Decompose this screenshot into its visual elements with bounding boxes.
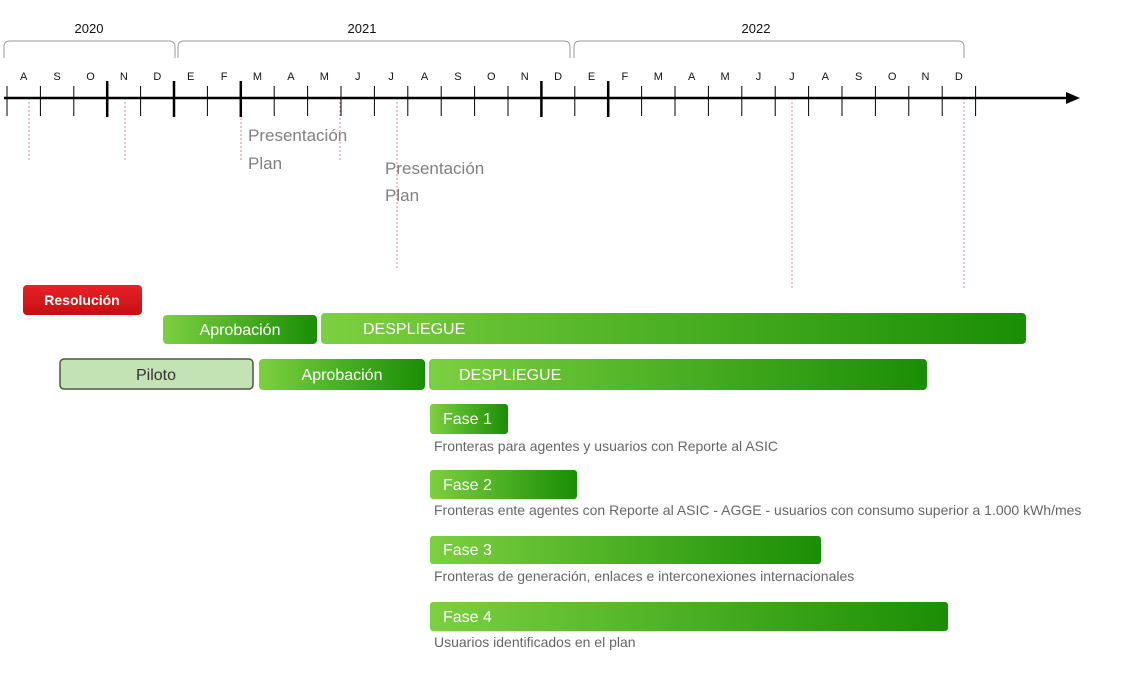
year-label-2020: 2020 [75,21,104,36]
piloto-bar [59,358,254,390]
annotation-presentacion-plan-2-line1: Presentación [385,159,484,178]
month-label: F [622,71,629,83]
month-label: O [487,71,496,83]
year-brackets: 2020 2021 2022 [3,21,965,58]
month-label: O [86,71,95,83]
month-label: F [221,71,228,83]
month-label: J [388,71,394,83]
despliegue-bar-1 [321,313,1026,344]
annotation-presentacion-plan-1-line2: Plan [248,154,282,173]
year-bracket-2021 [177,40,571,58]
month-label: D [554,71,562,83]
month-label: N [521,71,529,83]
annotation-presentacion-plan-1-line1: Presentación [248,126,347,145]
month-label: J [756,71,762,83]
resolucion-bar [23,285,142,315]
month-label: E [187,71,194,83]
month-label: A [688,71,696,83]
annotations: Presentación Plan Presentación Plan [248,126,484,205]
axis-arrow-head [1066,92,1080,104]
despliegue-label-1: DESPLIEGUE [363,321,465,338]
schedule-bars: Resolución Aprobación DESPLIEGUE Piloto … [23,285,1026,390]
aprobacion-bar-1 [163,315,317,344]
fase-4-description: Usuarios identificados en el plan [434,634,636,650]
year-label-2022: 2022 [742,21,771,36]
month-label: S [454,71,461,83]
month-label: J [789,71,795,83]
year-label-2021: 2021 [348,21,377,36]
fase-3-label: Fase 3 [443,542,492,559]
annotation-presentacion-plan-2-line2: Plan [385,186,419,205]
phases: Fase 1 Fronteras para agentes y usuarios… [430,404,1081,650]
fase-1-bar [430,404,508,434]
month-label: N [120,71,128,83]
aprobacion-label-1: Aprobación [200,322,281,339]
fase-4-label: Fase 4 [443,609,492,626]
fase-3-description: Fronteras de generación, enlaces e inter… [434,568,854,584]
despliegue-bar-2 [429,359,927,390]
month-label: S [855,71,862,83]
dotted-markers [28,98,965,290]
fase-1-label: Fase 1 [443,411,492,428]
fase-2-description: Fronteras ente agentes con Reporte al AS… [434,502,1081,518]
axis-ticks [6,81,977,117]
aprobacion-label-2: Aprobación [302,367,383,384]
month-label: A [421,71,429,83]
piloto-label: Piloto [136,367,176,384]
month-label: M [654,71,663,83]
month-label: A [822,71,830,83]
month-label: A [20,71,28,83]
fase-2-label: Fase 2 [443,477,492,494]
month-label: M [721,71,730,83]
month-label: M [320,71,329,83]
month-label: E [588,71,595,83]
resolucion-label: Resolución [44,292,119,308]
month-label: J [355,71,361,83]
month-label: O [888,71,897,83]
despliegue-label-2: DESPLIEGUE [459,367,561,384]
month-label: M [253,71,262,83]
month-label: S [53,71,60,83]
year-bracket-2022 [573,40,965,58]
year-bracket-2020 [3,40,176,58]
fase-4-bar [430,602,948,631]
month-label: N [922,71,930,83]
month-label: A [287,71,295,83]
fase-3-bar [430,536,821,564]
month-label: D [955,71,963,83]
month-label: D [153,71,161,83]
aprobacion-bar-2 [259,359,425,390]
fase-2-bar [430,470,577,499]
fase-1-description: Fronteras para agentes y usuarios con Re… [434,438,778,454]
